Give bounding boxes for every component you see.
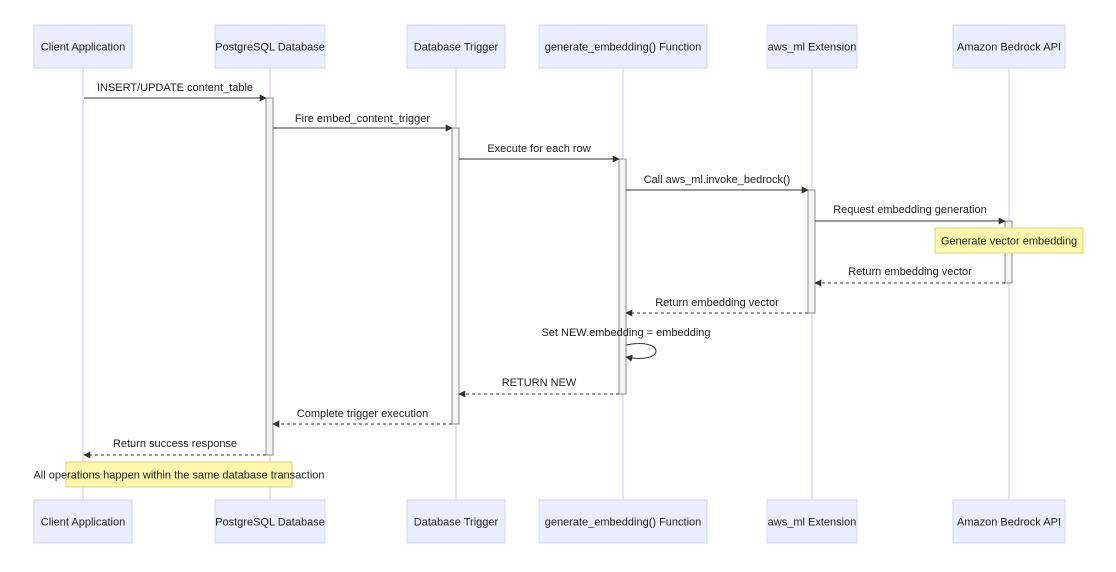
message-5: Request embedding generation	[815, 204, 1006, 225]
message-label: RETURN NEW	[502, 377, 577, 389]
message-label: Complete trigger execution	[297, 408, 428, 420]
actor-label: generate_embedding() Function	[545, 517, 702, 529]
message-4: Call aws_ml.invoke_bedrock()	[626, 174, 809, 194]
message-3: Execute for each row	[459, 143, 620, 163]
actor-label: generate_embedding() Function	[545, 42, 702, 54]
actor-label: aws_ml Extension	[768, 517, 857, 529]
actor-box	[952, 499, 1066, 544]
actor-box	[766, 499, 858, 544]
actor-bedrock-top[interactable]: Amazon Bedrock API	[952, 24, 1066, 69]
actor-trigger-top[interactable]: Database Trigger	[406, 24, 506, 69]
actor-box	[538, 24, 708, 69]
note-client: All operations happen within the same da…	[33, 461, 325, 488]
actor-label: aws_ml Extension	[768, 42, 857, 54]
actor-db-bottom[interactable]: PostgreSQL Database	[214, 499, 326, 544]
actor-label: Amazon Bedrock API	[957, 42, 1061, 54]
actor-label: Client Application	[41, 42, 125, 54]
actor-db-top[interactable]: PostgreSQL Database	[214, 24, 326, 69]
activation-bar-trigger	[451, 127, 460, 425]
actor-func-bottom[interactable]: generate_embedding() Function	[538, 499, 708, 544]
note-label: All operations happen within the same da…	[33, 470, 324, 482]
actor-label: Amazon Bedrock API	[957, 517, 1061, 529]
message-label: Return success response	[113, 438, 237, 450]
note-bedrock: Generate vector embedding	[934, 227, 1084, 254]
actor-box	[33, 24, 133, 69]
actor-client-bottom[interactable]: Client Application	[33, 499, 133, 544]
message-label: Return embedding vector	[655, 297, 779, 309]
actor-label: Database Trigger	[414, 517, 499, 529]
actor-func-top[interactable]: generate_embedding() Function	[538, 24, 708, 69]
actor-label: Client Application	[41, 517, 125, 529]
actor-box	[214, 24, 326, 69]
note-box	[934, 227, 1084, 254]
actor-bedrock-bottom[interactable]: Amazon Bedrock API	[952, 499, 1066, 544]
actor-label: Database Trigger	[414, 42, 499, 54]
message-label: Set NEW.embedding = embedding	[541, 327, 710, 339]
message-label: Request embedding generation	[833, 204, 987, 216]
message-6: Return embedding vector	[814, 266, 1005, 287]
actor-box	[538, 499, 708, 544]
actor-trigger-bottom[interactable]: Database Trigger	[406, 499, 506, 544]
activation-bar-db	[265, 97, 274, 456]
actor-box	[406, 499, 506, 544]
message-label: Return embedding vector	[848, 266, 972, 278]
message-11: Return success response	[83, 438, 266, 459]
message-9: RETURN NEW	[458, 377, 619, 398]
message-8: Set NEW.embedding = embedding	[541, 327, 711, 362]
message-label: INSERT/UPDATE content_table	[97, 82, 253, 94]
actor-box	[766, 24, 858, 69]
actor-label: PostgreSQL Database	[215, 517, 325, 529]
note-label: Generate vector embedding	[941, 236, 1077, 248]
message-1: INSERT/UPDATE content_table	[84, 82, 267, 102]
actor-box	[214, 499, 326, 544]
actor-awsml-top[interactable]: aws_ml Extension	[766, 24, 858, 69]
activation-bar-awsml	[807, 189, 816, 314]
message-2: Fire embed_content_trigger	[273, 113, 453, 132]
actor-label: PostgreSQL Database	[215, 42, 325, 54]
message-label: Fire embed_content_trigger	[295, 113, 430, 125]
actor-box	[952, 24, 1066, 69]
actor-box	[406, 24, 506, 69]
activation-bar-func	[618, 158, 627, 395]
message-label: Call aws_ml.invoke_bedrock()	[644, 174, 791, 186]
message-7: Return embedding vector	[625, 297, 808, 317]
actor-client-top[interactable]: Client Application	[33, 24, 133, 69]
actor-box	[33, 499, 133, 544]
note-box	[65, 461, 293, 488]
actor-awsml-bottom[interactable]: aws_ml Extension	[766, 499, 858, 544]
message-10: Complete trigger execution	[272, 408, 452, 428]
message-arrow	[625, 343, 657, 362]
message-label: Execute for each row	[487, 143, 590, 155]
